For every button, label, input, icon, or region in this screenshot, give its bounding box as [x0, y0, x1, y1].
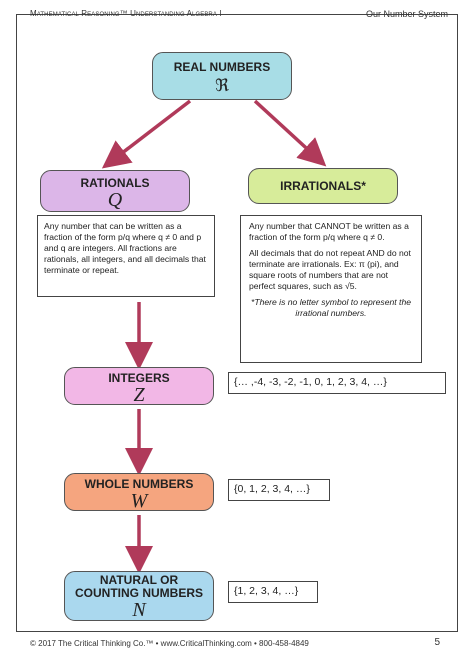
irrationals-node: IRRATIONALS*	[248, 168, 398, 204]
page-frame	[16, 14, 458, 632]
integers-set: {… ,-4, -3, -2, -1, 0, 1, 2, 3, 4, …}	[228, 372, 446, 394]
whole-numbers-symbol: W	[130, 490, 148, 512]
natural-numbers-symbol: N	[132, 599, 146, 621]
integers-node: INTEGERS Z	[64, 367, 214, 405]
natural-numbers-title-line2: COUNTING NUMBERS	[75, 586, 203, 600]
irrationals-definition: Any number that CANNOT be written as a f…	[249, 221, 409, 242]
rationals-symbol: Q	[107, 189, 123, 211]
whole-numbers-set: {0, 1, 2, 3, 4, …}	[228, 479, 330, 501]
whole-numbers-node: WHOLE NUMBERS W	[64, 473, 214, 511]
real-numbers-symbol: ℜ	[215, 76, 229, 96]
rationals-node: RATIONALS Q	[40, 170, 190, 212]
arrow-real-to-rational	[101, 99, 192, 169]
arrow-real-to-irrational	[253, 99, 327, 167]
irrationals-examples: All decimals that do not repeat AND do n…	[249, 248, 411, 291]
integers-symbol: Z	[133, 384, 145, 406]
irrationals-description: Any number that CANNOT be written as a f…	[240, 215, 422, 363]
natural-numbers-set: {1, 2, 3, 4, …}	[228, 581, 318, 603]
integers-title: INTEGERS	[108, 371, 170, 385]
irrationals-title: IRRATIONALS*	[280, 179, 366, 193]
natural-numbers-node: NATURAL OR COUNTING NUMBERS N	[64, 571, 214, 621]
rationals-title: RATIONALS	[80, 176, 150, 190]
whole-numbers-title: WHOLE NUMBERS	[84, 477, 194, 491]
section-title: Our Number System	[365, 9, 448, 19]
natural-numbers-title-line1: NATURAL OR	[99, 573, 179, 587]
rationals-definition: Any number that can be written as a frac…	[44, 221, 206, 275]
book-title: Mathematical Reasoning™ Understanding Al…	[30, 9, 222, 18]
irrationals-note: *There is no letter symbol to represent …	[250, 297, 412, 318]
rationals-description: Any number that can be written as a frac…	[37, 215, 215, 297]
page-number: 5	[434, 637, 440, 648]
real-numbers-title: REAL NUMBERS	[173, 60, 271, 74]
footer-copyright: © 2017 The Critical Thinking Co.™ • www.…	[30, 639, 309, 648]
real-numbers-node: REAL NUMBERS ℜ	[152, 52, 292, 100]
